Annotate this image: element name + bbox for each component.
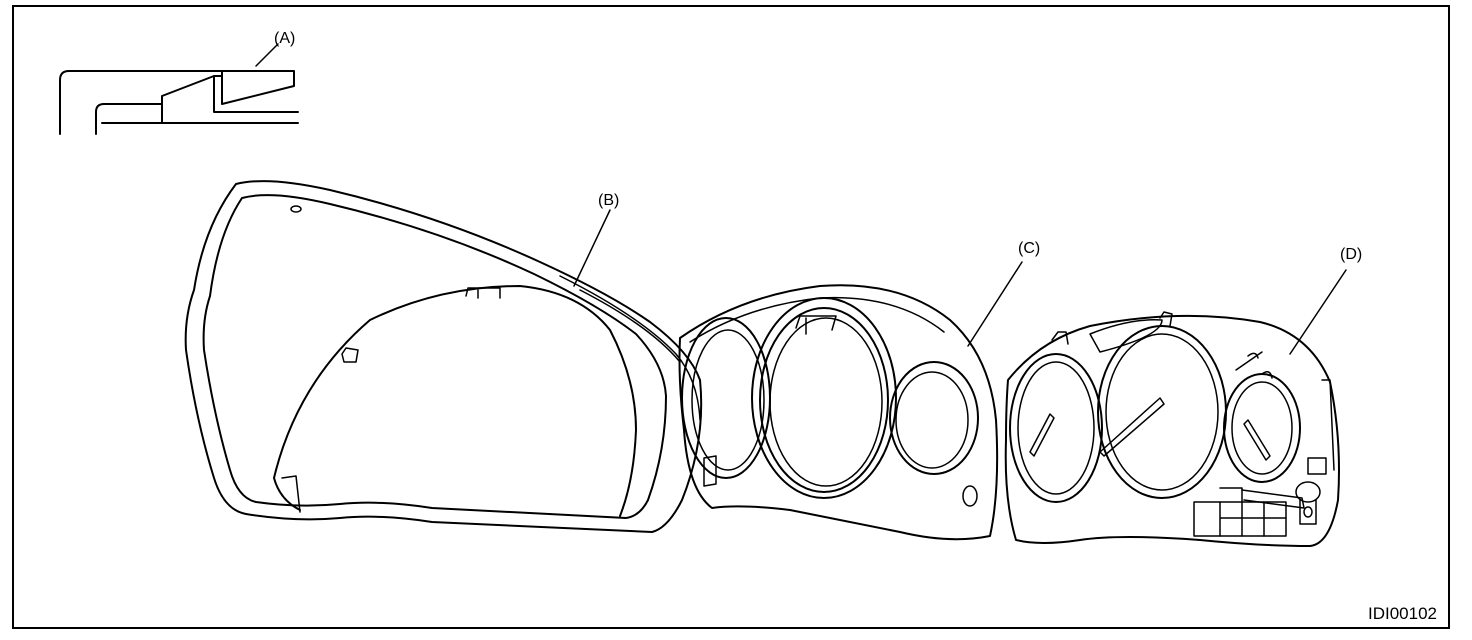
label-a: (A)	[274, 30, 295, 47]
detail-a-section: (A)	[59, 30, 299, 135]
figure-id: IDI00102	[1368, 604, 1437, 623]
visor-panel-c: (C)	[678, 240, 1040, 541]
label-d: (D)	[1340, 246, 1362, 263]
label-c: (C)	[1018, 240, 1040, 257]
label-b: (B)	[598, 192, 619, 209]
meter-assembly-d: (D)	[1004, 246, 1362, 547]
lens-cover-b: (B)	[184, 180, 717, 533]
diagram-border	[12, 5, 1450, 629]
